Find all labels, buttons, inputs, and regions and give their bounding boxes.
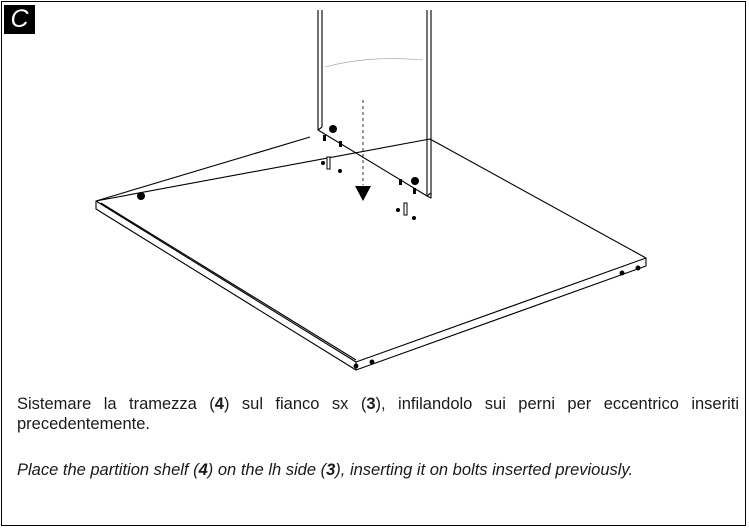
- partition-shelf: [317, 10, 432, 199]
- step-label: C: [4, 5, 35, 34]
- bolt: [326, 156, 408, 216]
- assembly-diagram: [95, 10, 647, 371]
- arrow-down-icon: [355, 186, 371, 201]
- instruction-italian: Sistemare la tramezza (4) sul fianco sx …: [17, 395, 740, 433]
- edge-holes: [353, 265, 641, 369]
- partition-holes: [323, 125, 419, 194]
- instruction-english: Place the partition shelf (4) on the lh …: [17, 461, 634, 479]
- side-panel: [95, 136, 647, 371]
- bolt-holes: [137, 161, 416, 220]
